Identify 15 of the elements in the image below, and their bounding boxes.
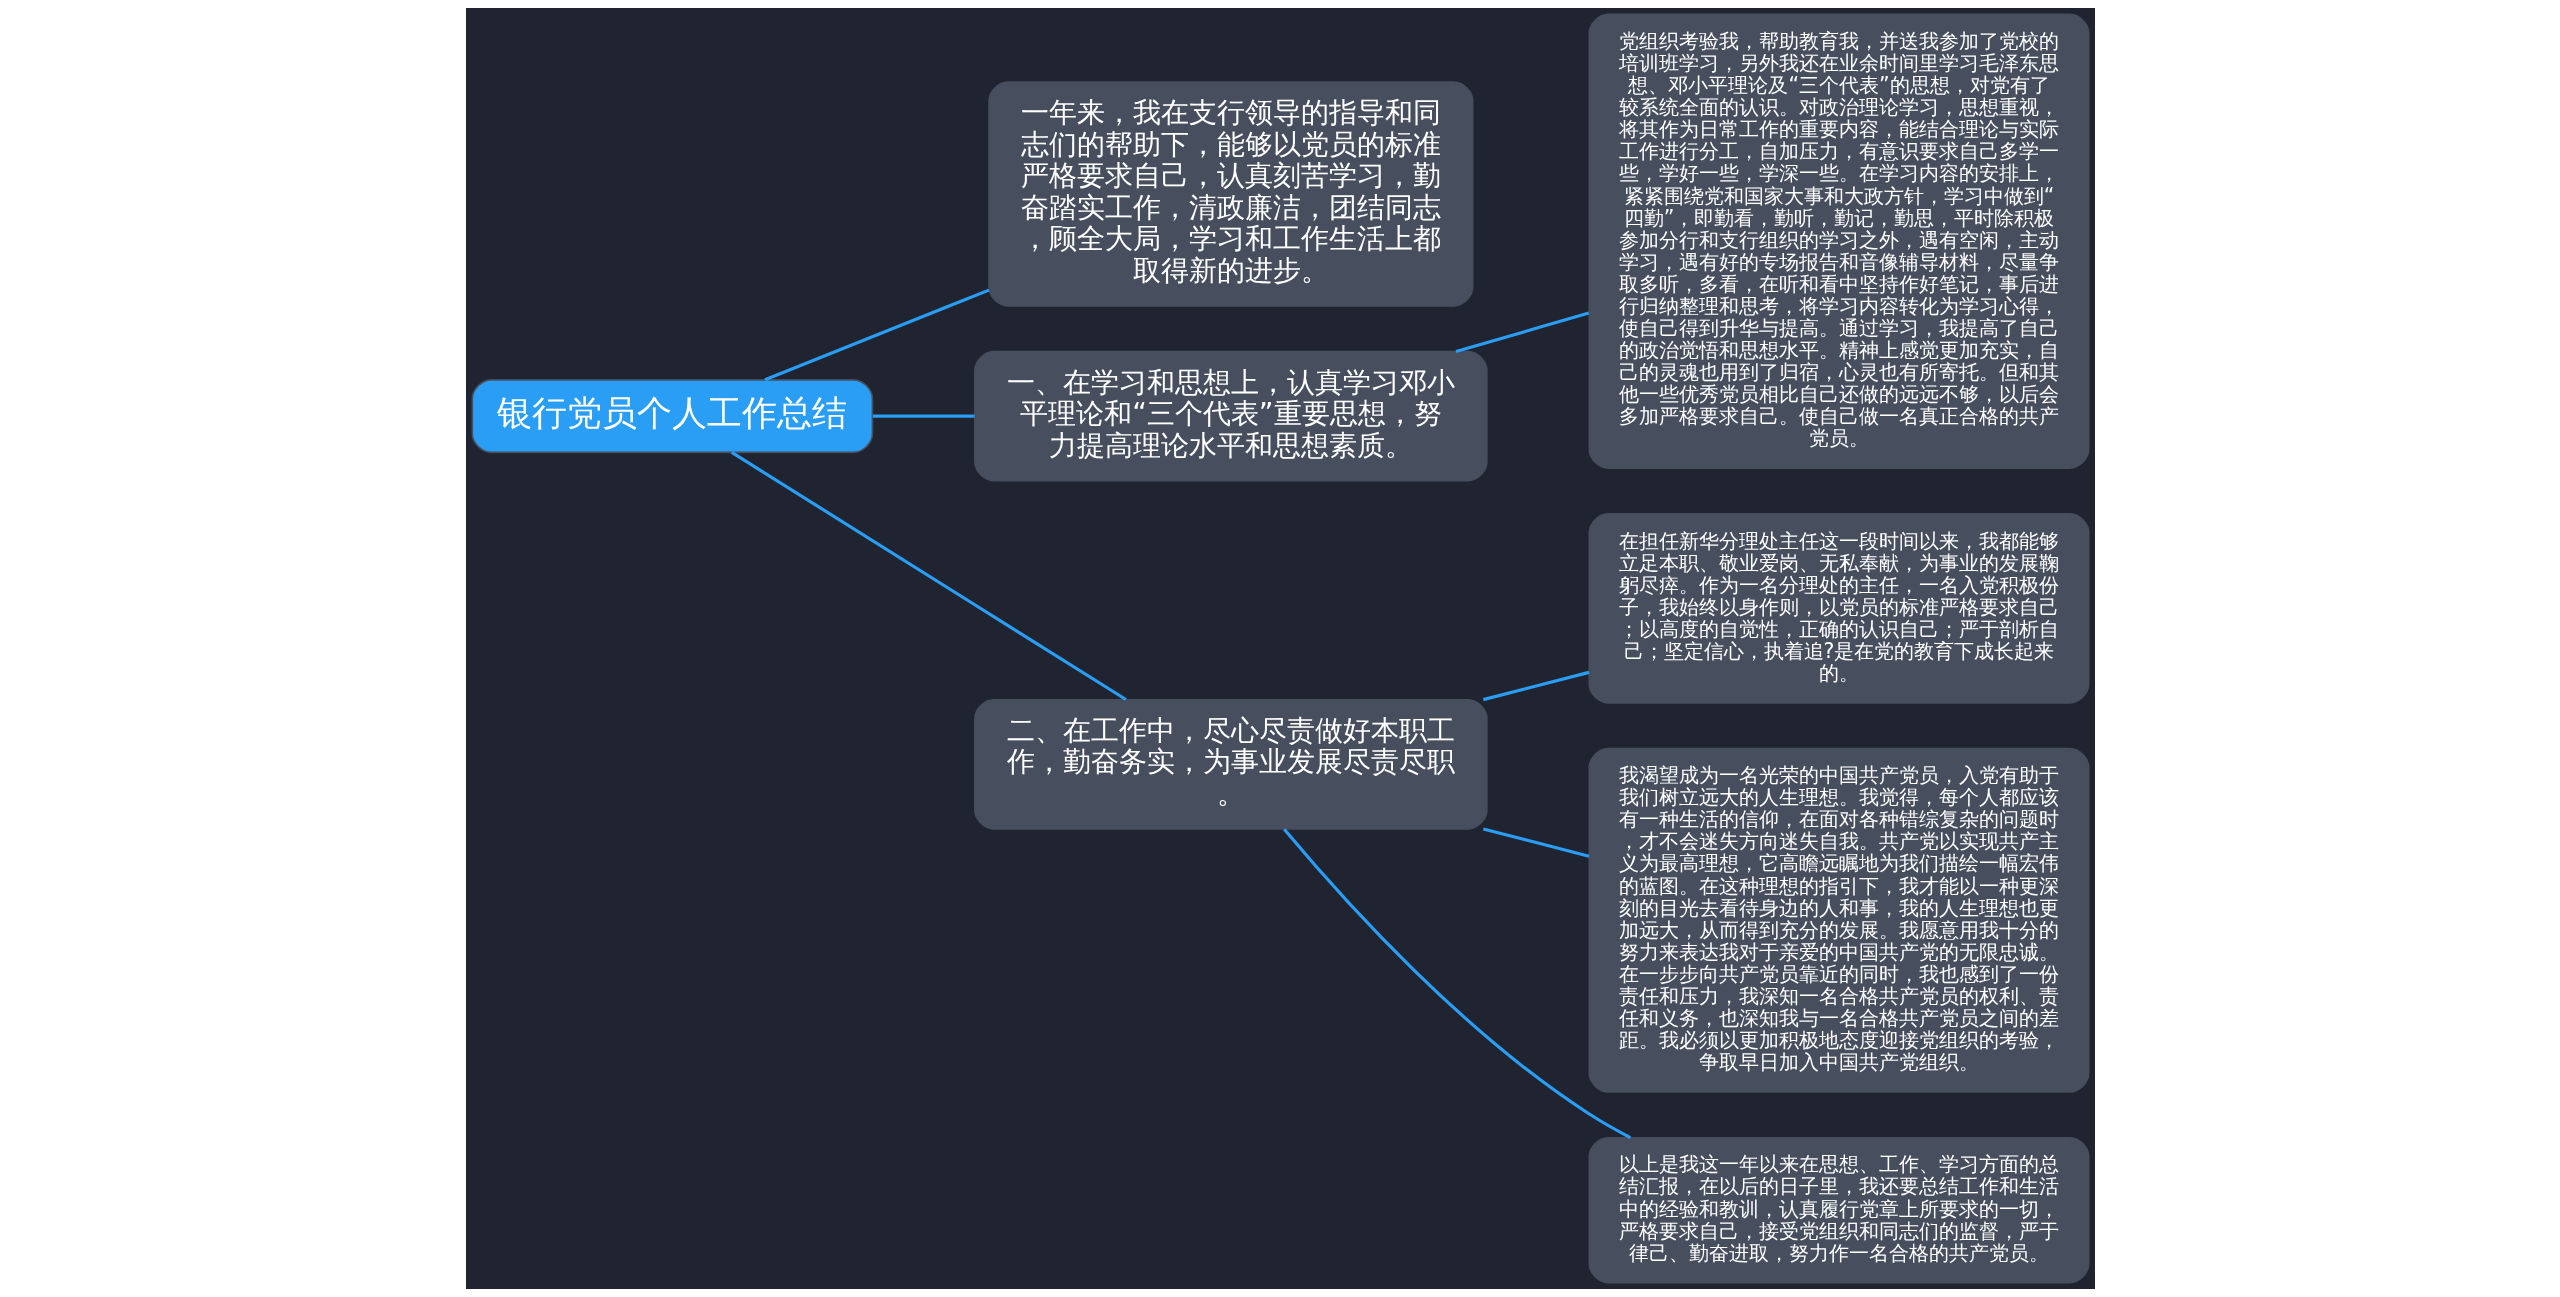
node-box: 银行党员个人工作总结 [471,379,873,454]
node-box: 以上是我这一年以来在思想、工作、学习方面的总结汇报，在以后的日子里，我还要总结工作和生活中的经验和教训，认真履行党章上所要求的一切，严格要求自己，接受党组织和同志们的监督，严于律己、勤奋进取，努力作一名合格的共产党员。 [1588,1136,2089,1284]
node-box: 在担任新华分理处主任这一段时间以来，我都能够立足本职、敬业爱岗、无私奉献，为事业的发展鞠躬尽瘁。作为一名分理处的主任，一名入党积极份子，我始终以身作则，以党员的标准严格要求自己；以高度的自觉性，正确的认识自己；严于剖析自己；坚定信心，执着追?是在党的教育下成长起来的。 [1588,513,2089,704]
connector [872,414,975,418]
node-box: 一年来，我在支行领导的指导和同志们的帮助下，能够以党员的标准严格要求自己，认真刻苦学习，勤奋踏实工作，清政廉洁，团结同志，顾全大局，学习和工作生活上都取得新的进步。 [987,81,1473,307]
node-box: 党组织考验我，帮助教育我，并送我参加了党校的培训班学习，另外我还在业余时间里学习毛泽东思想、邓小平理论及“三个代表”的思想，对党有了较系统全面的认识。对政治理论学习，思想重视，将其作为日常工作的重要内容，能结合理论与实际工作进行分工，自加压力，有意识要求自己多学一些，学好一些，学深一些。在学习内容的安排上，紧紧围绕党和国家大事和大政方针，学习中做到“四勤”，即勤看，勤听，勤记，勤思，平时除积极参加分行和支行组织的学习之外，遇有空闲，主动学习，遇有好的专场报告和音像辅导材料，尽量争取多听，多看，在听和看中坚持作好笔记，事后进行归纳整理和思考，将学习内容转化为学习心得，使自己得到升华与提高。通过学习，我提高了自己的政治觉悟和思想水平。精神上感觉更加充实，自己的灵魂也用到了归宿，心灵也有所寄托。但和其他一些优秀党员相比自己还做的远远不够，以后会多加严格要求自己。使自己做一名真正合格的共产党员。 [1588,13,2089,469]
connector [1455,311,1589,353]
node-box: 一、在学习和思想上，认真学习邓小平理论和“三个代表”重要思想，努力提高理论水平和思想素质。 [973,350,1488,482]
connector [1482,827,1589,858]
connector [763,288,990,382]
connector [1282,828,1631,1139]
connector [1482,670,1589,702]
node-box: 我渴望成为一名光荣的中国共产党员，入党有助于我们树立远大的人生理想。我觉得，每个人都应该有一种生活的信仰，在面对各种错综复杂的问题时，才不会迷失方向迷失自我。共产党以实现共产主义为最高理想，它高瞻远瞩地为我们描绘一幅宏伟的蓝图。在这种理想的指引下，我才能以一种更深刻的目光去看待身边的人和事，我的人生理想也更加远大，从而得到充分的发展。我愿意用我十分的努力来表达我对于亲爱的中国共产党的无限忠诚。在一步步向共产党员靠近的同时，我也感到了一份责任和压力，我深知一名合格共产党员的权利、责任和义务，也深知我与一名合格共产党员之间的差距。我必须以更加积极地态度迎接党组织的考验，争取早日加入中国共产党组织。 [1588,747,2089,1093]
node-box: 二、在工作中，尽心尽责做好本职工作，勤奋务实，为事业发展尽责尽职。 [973,698,1488,830]
connector [730,451,1127,701]
